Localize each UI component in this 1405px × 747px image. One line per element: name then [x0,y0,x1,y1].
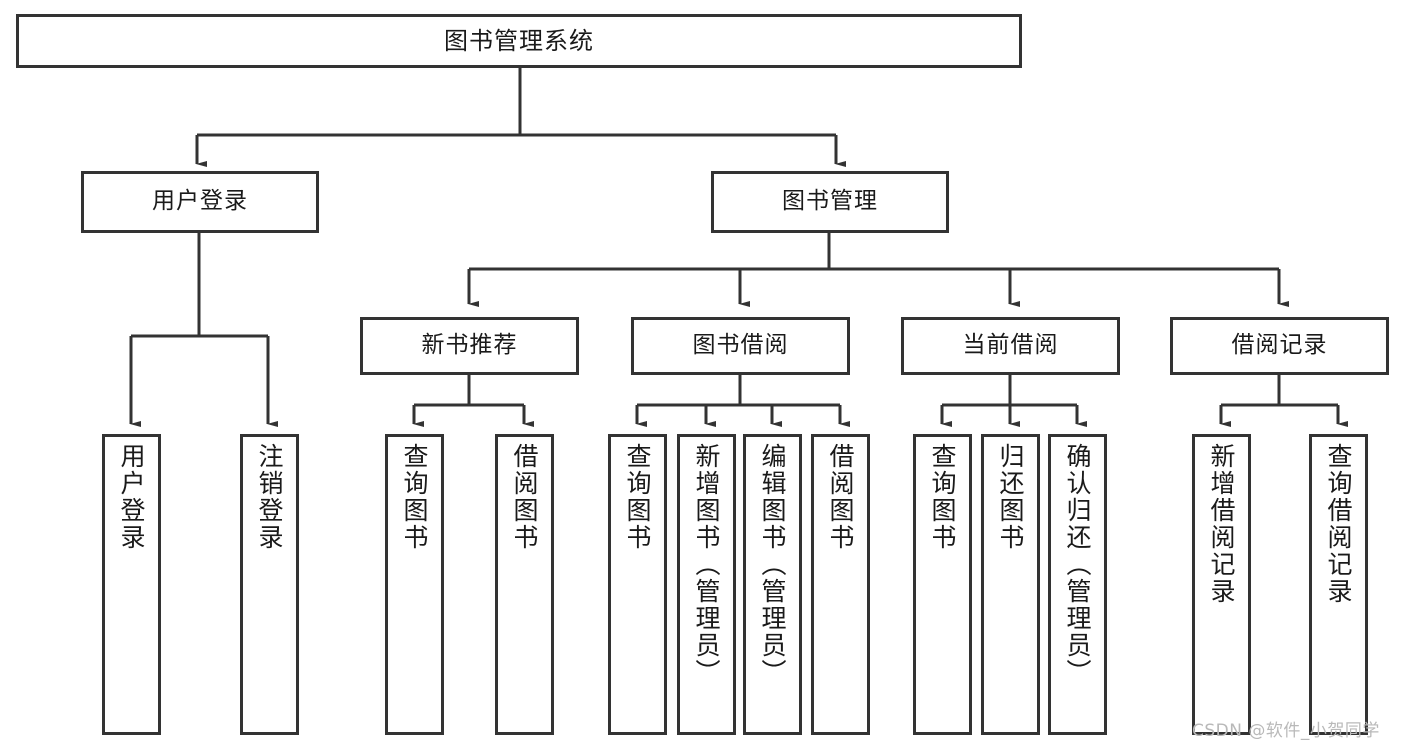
leaf-edit-book-admin[interactable]: 编辑图书（管理员） [743,434,802,735]
csdn-watermark: CSDN @软件_小贺同学 [1192,721,1380,741]
node-label: 用户登录 [152,188,248,215]
leaf-add-borrow-record[interactable]: 新增借阅记录 [1192,434,1251,735]
node-root-system[interactable]: 图书管理系统 [16,14,1022,68]
node-user-login[interactable]: 用户登录 [81,171,319,233]
node-label: 图书管理系统 [444,26,594,55]
leaf-label: 归还图书 [996,443,1025,551]
leaf-label: 查询图书 [928,443,957,551]
node-label: 图书管理 [782,188,878,215]
leaf-label: 查询借阅记录 [1324,443,1353,605]
node-label: 当前借阅 [962,332,1059,359]
node-label: 新书推荐 [421,332,518,359]
node-borrow-records[interactable]: 借阅记录 [1170,317,1389,375]
leaf-logout[interactable]: 注销登录 [240,434,299,735]
leaf-label: 借阅图书 [510,443,539,551]
leaf-label: 新增借阅记录 [1207,443,1236,605]
leaf-add-book-admin[interactable]: 新增图书（管理员） [677,434,736,735]
leaf-query-book-current[interactable]: 查询图书 [913,434,972,735]
node-book-management[interactable]: 图书管理 [711,171,949,233]
leaf-label: 编辑图书（管理员） [758,443,787,686]
leaf-label: 用户登录 [117,443,146,551]
leaf-label: 查询图书 [623,443,652,551]
leaf-label: 确认归还（管理员） [1063,443,1092,686]
leaf-label: 新增图书（管理员） [692,443,721,686]
leaf-user-login[interactable]: 用户登录 [102,434,161,735]
node-current-borrow[interactable]: 当前借阅 [901,317,1120,375]
leaf-return-book[interactable]: 归还图书 [981,434,1040,735]
leaf-query-borrow-record[interactable]: 查询借阅记录 [1309,434,1368,735]
leaf-borrow-book[interactable]: 借阅图书 [811,434,870,735]
node-label: 图书借阅 [692,332,789,359]
leaf-label: 注销登录 [255,443,284,551]
node-book-borrow[interactable]: 图书借阅 [631,317,850,375]
leaf-label: 查询图书 [400,443,429,551]
leaf-query-book-recommend[interactable]: 查询图书 [385,434,444,735]
leaf-confirm-return-admin[interactable]: 确认归还（管理员） [1048,434,1107,735]
node-new-book-recommend[interactable]: 新书推荐 [360,317,579,375]
leaf-borrow-book-recommend[interactable]: 借阅图书 [495,434,554,735]
node-label: 借阅记录 [1231,332,1328,359]
leaf-label: 借阅图书 [826,443,855,551]
leaf-query-book-borrow[interactable]: 查询图书 [608,434,667,735]
